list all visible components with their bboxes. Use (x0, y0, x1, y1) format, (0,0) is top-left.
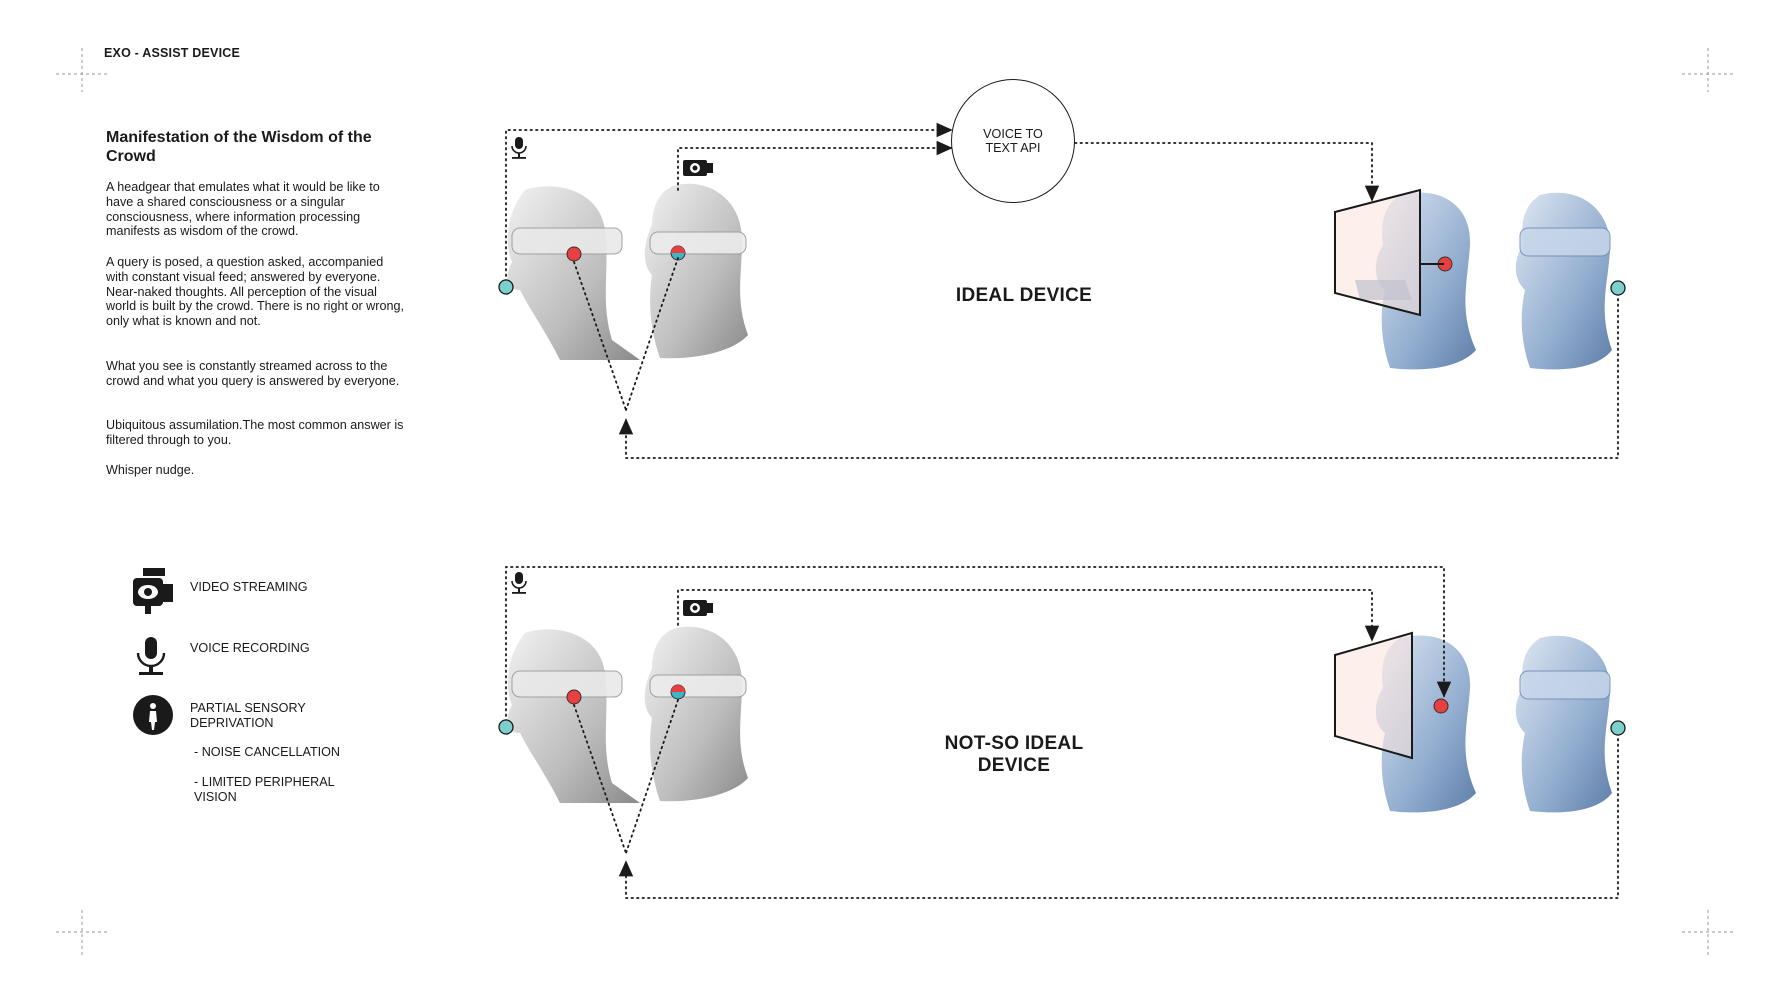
camera-icon-top (683, 160, 713, 176)
intro-paragraph-2: A query is posed, a question asked, acco… (106, 255, 404, 329)
blue-head-right (1515, 635, 1612, 813)
intro-paragraph-1: A headgear that emulates what it would b… (106, 180, 380, 239)
api-label: VOICE TO TEXT API (983, 126, 1043, 156)
legend-sensory-deprivation: PARTIAL SENSORY DEPRIVATION (190, 701, 306, 730)
teal-node (498, 719, 514, 735)
ideal-device-diagram (498, 122, 1626, 459)
legend-video-streaming: VIDEO STREAMING (190, 580, 308, 594)
crop-marks (56, 48, 1734, 955)
legend-voice-recording: VOICE RECORDING (190, 641, 310, 655)
teal-node (498, 279, 514, 295)
grey-head-right (644, 626, 748, 802)
camera-icon-bottom (683, 600, 713, 616)
legend-microphone-icon (136, 637, 166, 675)
not-ideal-device-diagram (498, 566, 1626, 899)
mic-icon-top (511, 137, 527, 159)
mic-icon-bottom (511, 572, 527, 594)
grey-head-right (644, 183, 748, 359)
brand-title: EXO - ASSIST DEVICE (104, 46, 241, 60)
legend-sensory-deprivation-icon (133, 695, 173, 735)
display-panel (1334, 631, 1413, 760)
grey-head-left (507, 629, 640, 803)
legend-noise-cancellation: - NOISE CANCELLATION (194, 745, 341, 759)
intro-paragraph-3: What you see is constantly streamed acro… (106, 359, 400, 388)
intro-paragraph-5: Whisper nudge. (106, 463, 195, 477)
grey-head-left (507, 186, 640, 360)
not-ideal-device-label: NOT-SO IDEAL DEVICE (944, 733, 1084, 776)
intro-title: Manifestation of the Wisdom of the Crowd (106, 129, 372, 165)
legend-video-camera-icon (133, 568, 173, 614)
voice-to-text-api-node: VOICE TO TEXT API (951, 79, 1075, 203)
intro-paragraph-4: Ubiquitous assumilation.The most common … (106, 418, 404, 447)
display-panel (1334, 188, 1421, 317)
legend-limited-vision: - LIMITED PERIPHERAL VISION (194, 775, 335, 804)
ideal-device-label: IDEAL DEVICE (955, 285, 1093, 306)
blue-head-right (1515, 192, 1612, 370)
teal-node (1610, 280, 1626, 296)
teal-node (1610, 720, 1626, 736)
